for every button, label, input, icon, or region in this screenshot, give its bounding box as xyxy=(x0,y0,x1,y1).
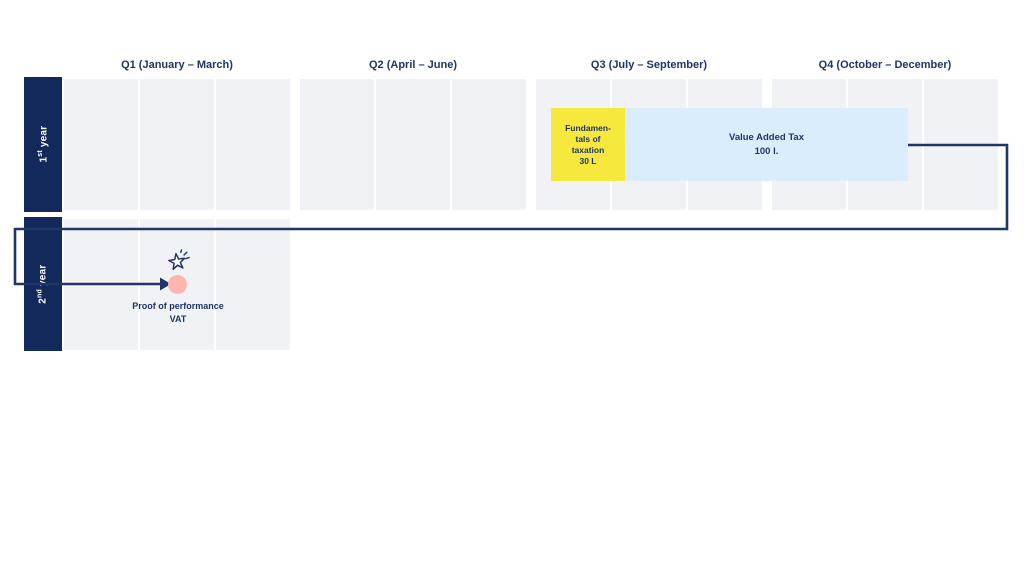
milestone-label-line2: VAT xyxy=(169,314,187,324)
quarter-header-q1: Q1 (January – March) xyxy=(121,59,233,71)
month-cell xyxy=(216,79,290,210)
course-block-text: Fundamen- xyxy=(565,122,611,133)
month-cell xyxy=(300,79,374,210)
month-cell xyxy=(376,79,450,210)
month-cell xyxy=(64,79,138,210)
month-cell xyxy=(452,79,526,210)
milestone-dot xyxy=(168,275,187,294)
month-cell xyxy=(140,79,214,210)
month-cell xyxy=(924,79,998,210)
star-burst-icon xyxy=(168,249,190,271)
course-block-fundamentals-of-taxation: Fundamen- tals of taxation 30 L xyxy=(551,108,625,181)
course-block-text: tals of xyxy=(575,133,601,144)
year-band-2: 2nd year xyxy=(24,217,62,351)
course-block-text: 100 l. xyxy=(754,145,779,157)
milestone-label: Proof of performance VAT xyxy=(104,300,252,326)
year-label-1: 1st year xyxy=(36,126,50,163)
course-block-value-added-tax: Value Added Tax 100 l. xyxy=(625,108,908,181)
month-cell xyxy=(64,219,138,350)
year1-q1-months xyxy=(64,79,290,210)
course-block-text: taxation xyxy=(571,144,605,155)
quarter-header-q4: Q4 (October – December) xyxy=(818,59,952,71)
milestone-label-line1: Proof of performance xyxy=(132,301,224,311)
year1-q2-months xyxy=(300,79,526,210)
course-block-text: Value Added Tax xyxy=(729,131,804,143)
year-band-1: 1st year xyxy=(24,77,62,212)
quarter-header-q3: Q3 (July – September) xyxy=(590,59,708,71)
quarter-header-q2: Q2 (April – June) xyxy=(368,59,458,71)
month-cell xyxy=(216,219,290,350)
year-label-2: 2nd year xyxy=(36,264,50,304)
course-block-text: 30 L xyxy=(579,155,597,166)
